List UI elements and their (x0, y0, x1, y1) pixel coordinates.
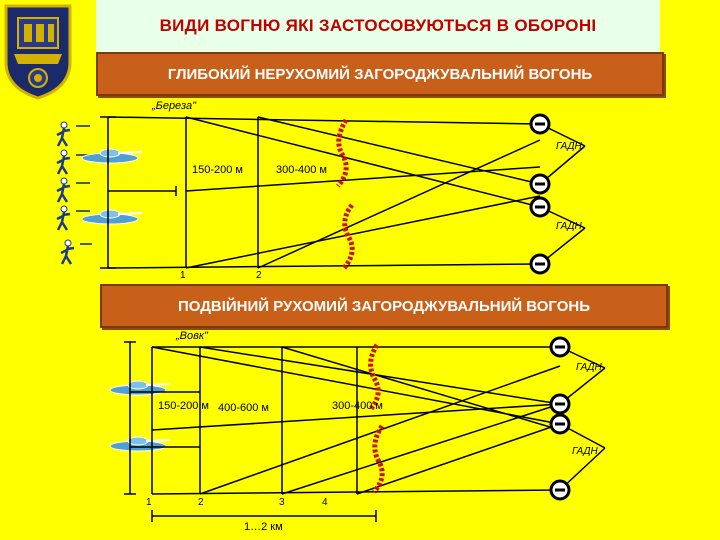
line-number-3: 3 (279, 497, 285, 508)
fire-zone-marks (336, 118, 355, 270)
battery-label: ГАДН (556, 221, 582, 232)
section1-title: ГЛИБОКИЙ НЕРУХОМИЙ ЗАГОРОДЖУВАЛЬНИЙ ВОГО… (167, 65, 593, 83)
soldier-icon (55, 176, 72, 204)
section2-title: ПОДВІЙНИЙ РУХОМИЙ ЗАГОРОДЖУВАЛЬНИЙ ВОГОН… (177, 297, 591, 315)
section1-codename: „Береза" (152, 100, 197, 112)
battery-label: ГАДН (572, 446, 598, 457)
battery-label: ГАДН (576, 362, 602, 373)
section1-distance-a: 150-200 м (192, 164, 243, 176)
soldier-icons-group (55, 120, 76, 266)
gun-icons-section1 (529, 113, 551, 275)
tank-icon (109, 436, 171, 452)
unit-emblem (4, 4, 72, 100)
soldier-icon (55, 120, 72, 148)
battery-label: ГАДН (556, 141, 582, 152)
tank-icon (81, 148, 143, 164)
front-edge-lines (76, 125, 92, 245)
tank-icon (81, 209, 143, 225)
line-number-2: 2 (256, 270, 262, 281)
gun-icons-section2 (549, 336, 571, 501)
fire-zone-marks (368, 343, 385, 494)
soldier-icon (59, 238, 76, 266)
tank-icon (109, 380, 171, 396)
soldier-icon (55, 148, 72, 176)
section2-banner: ПОДВІЙНИЙ РУХОМИЙ ЗАГОРОДЖУВАЛЬНИЙ ВОГОН… (100, 284, 668, 328)
line-number-1: 1 (180, 270, 186, 281)
section1-geometry (100, 116, 586, 269)
section2-codename: „Вовк" (176, 330, 208, 342)
line-number-1: 1 (146, 497, 152, 508)
page-title: ВИДИ ВОГНЮ ЯКІ ЗАСТОСОВУЮТЬСЯ В ОБОРОНІ (159, 16, 597, 35)
section2-distance-c: 300-400 м (332, 400, 383, 412)
soldier-icon (55, 204, 72, 232)
section2-geometry (124, 341, 606, 522)
line-number-2: 2 (198, 497, 204, 508)
depth-label: 1…2 км (244, 521, 283, 533)
section1-banner: ГЛИБОКИЙ НЕРУХОМИЙ ЗАГОРОДЖУВАЛЬНИЙ ВОГО… (96, 52, 664, 96)
section2-distance-b: 400-600 м (218, 402, 269, 414)
line-number-4: 4 (322, 497, 328, 508)
section1-distance-b: 300-400 м (276, 164, 327, 176)
section2-distance-a: 150-200 м (158, 400, 209, 412)
